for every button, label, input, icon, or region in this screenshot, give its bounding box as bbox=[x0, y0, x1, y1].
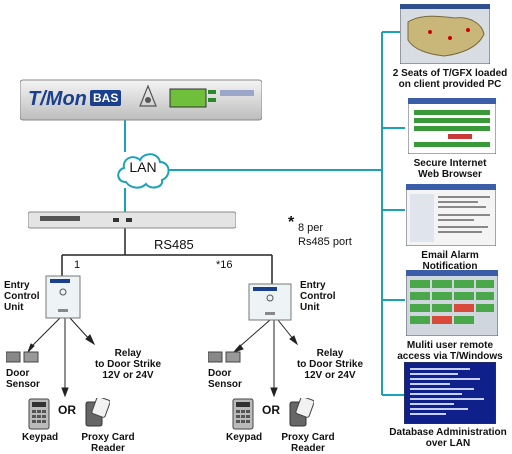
rs485-index-right: *16 bbox=[216, 259, 233, 271]
note-line2: Rs485 port bbox=[298, 236, 352, 248]
proxy-left-line2: Reader bbox=[91, 443, 125, 454]
lan-cloud: LAN bbox=[112, 148, 174, 192]
client-1-line2: on client provided PC bbox=[398, 79, 502, 90]
entry-left-line2: Control bbox=[4, 291, 40, 302]
brand-mon: Mon bbox=[45, 88, 87, 110]
door-sensor-right-line2: Sensor bbox=[208, 379, 242, 390]
door-sensor-left-line2: Sensor bbox=[6, 379, 40, 390]
brand-bas-badge: BAS bbox=[90, 90, 122, 106]
keypad-left bbox=[28, 398, 50, 430]
email-notification-screen bbox=[405, 183, 497, 247]
rs485-controller bbox=[27, 210, 237, 230]
proxy-reader-left bbox=[84, 396, 111, 428]
brand-t: T/ bbox=[28, 88, 46, 110]
twindows-screen bbox=[405, 269, 499, 337]
proxy-right-line1: Proxy Card bbox=[281, 432, 335, 443]
rs485-label: RS485 bbox=[154, 237, 194, 252]
database-terminal-screen bbox=[403, 361, 497, 425]
proxy-reader-right bbox=[288, 396, 315, 428]
relay-left-line1: Relay bbox=[114, 348, 142, 359]
proxy-left-line1: Proxy Card bbox=[81, 432, 135, 443]
rs485-index-left: 1 bbox=[74, 259, 81, 271]
web-browser-screen bbox=[407, 97, 497, 155]
entry-right-line2: Control bbox=[300, 291, 336, 302]
entry-control-unit-left bbox=[45, 275, 81, 319]
or-left: OR bbox=[58, 403, 76, 417]
or-right: OR bbox=[262, 403, 280, 417]
door-sensor-left-line1: Door bbox=[6, 368, 30, 379]
client-3-line1: Email Alarm bbox=[421, 250, 479, 261]
entry-control-unit-right bbox=[248, 283, 292, 321]
entry-right-line3: Unit bbox=[300, 302, 320, 313]
tmon-bas-unit: T/Mon BAS bbox=[19, 78, 263, 122]
entry-left-line1: Entry bbox=[4, 280, 30, 291]
keypad-left-label: Keypad bbox=[22, 432, 59, 443]
relay-right-line2: to Door Strike bbox=[296, 359, 364, 370]
relay-left-line3: 12V or 24V bbox=[102, 370, 154, 381]
note-line1: 8 per bbox=[298, 222, 324, 234]
client-3-line2: Notification bbox=[422, 261, 478, 272]
entry-right-line1: Entry bbox=[300, 280, 326, 291]
client-5-line2: over LAN bbox=[425, 438, 471, 449]
client-5-line1: Database Administration bbox=[389, 427, 507, 438]
relay-right-line1: Relay bbox=[316, 348, 344, 359]
proxy-right-line2: Reader bbox=[291, 443, 325, 454]
client-2-line1: Secure Internet bbox=[413, 158, 487, 169]
door-sensor-left bbox=[5, 350, 40, 364]
entry-left-line3: Unit bbox=[4, 302, 24, 313]
tgfx-map-screen bbox=[399, 3, 491, 65]
client-4-line2: access via T/Windows bbox=[397, 351, 503, 362]
lan-label: LAN bbox=[129, 159, 157, 175]
door-sensor-right-line1: Door bbox=[208, 368, 232, 379]
client-1-line1: 2 Seats of T/GFX loaded bbox=[392, 68, 508, 79]
client-2-line2: Web Browser bbox=[418, 169, 482, 180]
relay-left-line2: to Door Strike bbox=[94, 359, 162, 370]
relay-right-line3: 12V or 24V bbox=[304, 370, 356, 381]
note-star: * bbox=[288, 214, 295, 231]
client-4-line1: Muliti user remote bbox=[406, 340, 494, 351]
keypad-right bbox=[232, 398, 254, 430]
keypad-right-label: Keypad bbox=[226, 432, 263, 443]
door-sensor-right bbox=[207, 350, 242, 364]
